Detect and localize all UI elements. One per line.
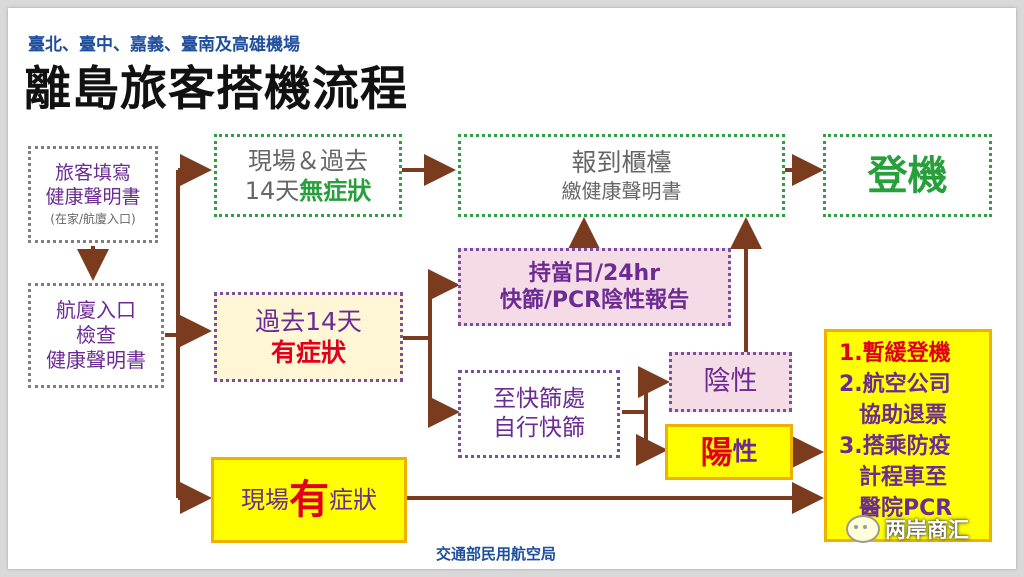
positive-emphasis: 陽 — [700, 433, 733, 471]
fill-form-line2: 健康聲明書 — [45, 186, 141, 208]
footer-agency: 交通部民用航空局 — [436, 545, 557, 563]
terminal-check-line3: 健康聲明書 — [46, 348, 146, 372]
hold-report-line1: 持當日/24hr — [528, 260, 661, 286]
self-test-line2: 自行快篩 — [493, 415, 585, 441]
checkin-title: 報到櫃檯 — [571, 148, 672, 178]
terminal-check-line1: 航廈入口 — [56, 298, 136, 322]
boarding-box: 登機 — [823, 134, 992, 217]
hold-report-box: 持當日/24hr 快篩/PCR陰性報告 — [458, 248, 731, 326]
measures-box: 1.暫緩登機 2.航空公司 協助退票 3.搭乘防疫 計程車至 醫院PCR — [824, 329, 992, 542]
fill-form-box: 旅客填寫 健康聲明書 (在家/航廈入口) — [28, 146, 158, 243]
positive-box: 陽性 — [665, 424, 793, 480]
onsite-emphasis: 有 — [289, 477, 329, 523]
terminal-check-box: 航廈入口 檢查 健康聲明書 — [28, 283, 164, 388]
no-symptom-emphasis: 無症狀 — [299, 176, 372, 205]
onsite-symptom-box: 現場有症狀 — [211, 457, 407, 543]
self-test-line1: 至快篩處 — [493, 386, 585, 413]
subtitle: 臺北、臺中、嘉義、臺南及高雄機場 — [28, 35, 300, 55]
boarding-label: 登機 — [867, 152, 948, 199]
hold-report-line2: 快篩/PCR陰性報告 — [499, 288, 690, 313]
negative-box: 陰性 — [669, 352, 792, 412]
past-symptom-line2: 有症狀 — [270, 338, 346, 367]
no-symptom-days: 14天 — [244, 176, 300, 205]
measure-item-3c: 醫院PCR — [859, 496, 953, 521]
slide: 臺北、臺中、嘉義、臺南及高雄機場 離島旅客搭機流程 — [8, 8, 1016, 569]
checkin-counter-box: 報到櫃檯 繳健康聲明書 — [458, 134, 785, 217]
terminal-check-line2: 檢查 — [76, 323, 116, 347]
page-title: 離島旅客搭機流程 — [24, 62, 408, 117]
measure-item-2a: 2.航空公司 — [839, 372, 951, 397]
wechat-icon — [846, 515, 880, 543]
measure-item-3b: 計程車至 — [859, 465, 948, 490]
flow-arrows — [77, 154, 824, 514]
onsite-prefix: 現場 — [241, 486, 289, 514]
past-symptom-line1: 過去14天 — [255, 306, 362, 336]
positive-suffix: 性 — [732, 437, 758, 467]
measure-item-2b: 協助退票 — [859, 403, 948, 428]
watermark-text: 两岸商汇 — [885, 518, 969, 542]
past-symptom-box: 過去14天 有症狀 — [214, 292, 403, 382]
no-symptom-line2: 14天無症狀 — [245, 176, 372, 206]
fill-form-note: (在家/航廈入口) — [50, 211, 136, 226]
measure-item-3a: 3.搭乘防疫 — [839, 434, 951, 459]
no-symptom-line1: 現場＆過去 — [248, 146, 368, 175]
fill-form-line1: 旅客填寫 — [54, 162, 131, 185]
onsite-suffix: 症狀 — [329, 486, 377, 514]
measure-item-1: 1.暫緩登機 — [839, 341, 951, 366]
checkin-subtitle: 繳健康聲明書 — [561, 178, 682, 203]
self-test-box: 至快篩處 自行快篩 — [458, 370, 620, 458]
no-symptom-box: 現場＆過去 14天無症狀 — [214, 134, 402, 217]
negative-label: 陰性 — [703, 366, 758, 398]
watermark: 两岸商汇 — [846, 514, 969, 544]
